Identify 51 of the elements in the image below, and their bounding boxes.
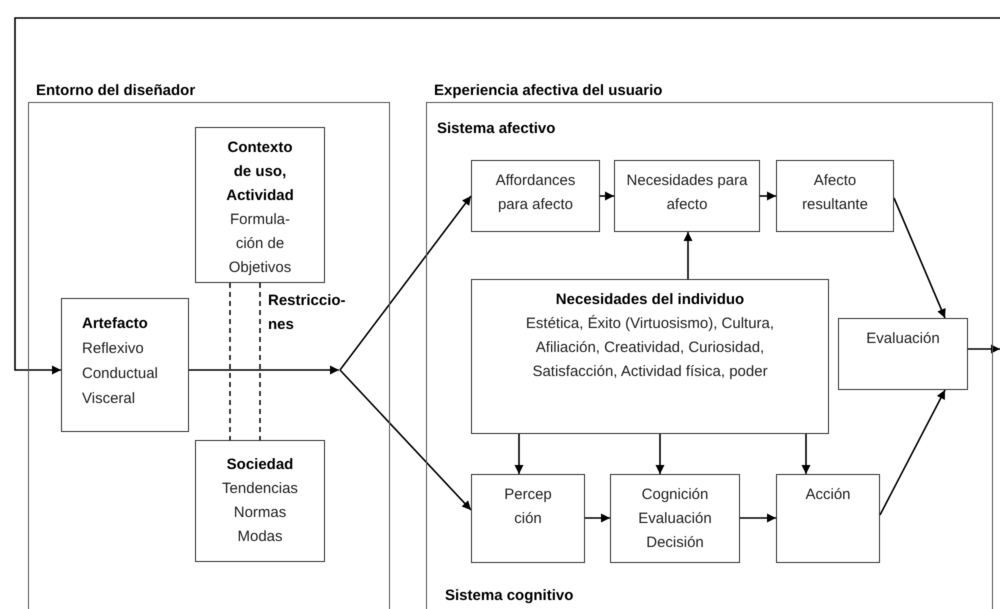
process-box <box>471 160 600 232</box>
box-text: Necesidades para afecto <box>626 171 748 215</box>
process-box <box>471 474 585 563</box>
arrow <box>514 434 524 474</box>
box-heading: Necesidades del individuo <box>556 290 744 310</box>
process-box <box>776 474 880 563</box>
arrow <box>339 369 472 511</box>
group-heading: Sistema afectivo <box>437 119 556 139</box>
box-text: Evaluación <box>866 329 940 349</box>
arrow <box>684 232 692 279</box>
box-text: Normas <box>234 503 286 523</box>
arrow <box>189 366 339 374</box>
process-box <box>195 127 325 283</box>
arrow <box>339 196 472 370</box>
box-heading: Contexto de uso, Actividad <box>225 138 295 206</box>
box-text: Cognición Evaluación Decisión <box>637 485 713 553</box>
list-item: Reflexivo <box>82 339 145 359</box>
arrow <box>656 434 664 474</box>
process-box <box>614 160 760 232</box>
box-heading: Artefacto <box>82 314 149 334</box>
box-text: Afecto resultante <box>801 171 869 215</box>
arrow <box>802 434 810 474</box>
process-box <box>471 279 829 434</box>
arrow <box>893 198 946 318</box>
group-heading: Sistema cognitivo <box>445 586 574 606</box>
list-item: Conductual <box>82 364 159 384</box>
connector-line <box>259 283 261 440</box>
box-heading: Sociedad <box>226 455 294 475</box>
box-text: Affordances para afecto <box>494 171 576 215</box>
arrow <box>585 514 610 522</box>
arrow <box>968 344 1000 354</box>
connector-line <box>229 283 231 440</box>
box-text: Tendencias <box>222 479 298 499</box>
box-text: Percep ción <box>503 485 553 529</box>
box-text: Modas <box>237 527 283 547</box>
box-text: Acción <box>805 485 851 505</box>
list-item: Visceral <box>82 389 136 409</box>
arrow <box>740 514 776 522</box>
group-heading: Entorno del diseñador <box>36 81 196 101</box>
process-box <box>838 318 968 390</box>
process-box <box>61 298 189 432</box>
arrow <box>14 17 1000 374</box>
box-text: Estética, Éxito (Virtuosismo), Cultura, Afiliación, Creatividad, Curiosidad, Satisfacción, Actividad física, poder <box>524 314 776 382</box>
box-text: Formula- ción de Objetivos <box>228 210 292 278</box>
process-box <box>610 474 740 563</box>
arrow <box>600 192 614 200</box>
process-box <box>195 440 325 562</box>
process-box <box>776 160 894 232</box>
group-heading: Experiencia afectiva del usuario <box>434 81 662 101</box>
arrow <box>760 192 776 200</box>
arrow <box>879 390 946 516</box>
